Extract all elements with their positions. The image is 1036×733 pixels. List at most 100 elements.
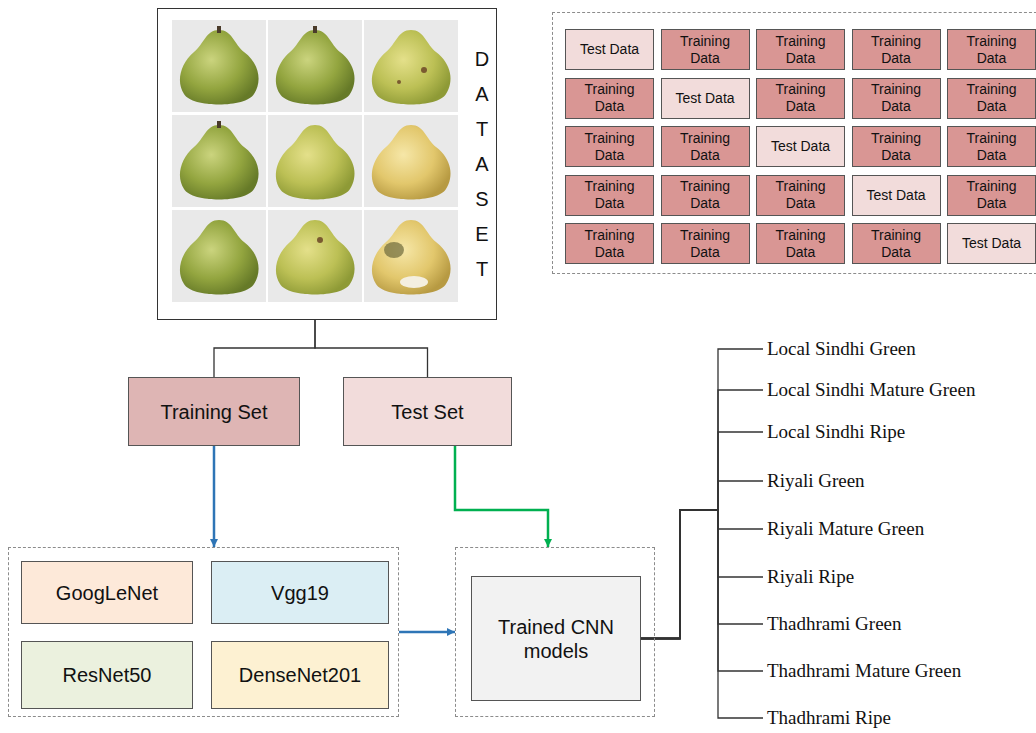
- node-label: DenseNet201: [239, 663, 361, 687]
- node-label: Test Data: [675, 90, 734, 107]
- fold-cell-train: Training Data: [947, 78, 1036, 119]
- node-label: Training Data: [759, 227, 842, 261]
- set-box: Test Set: [343, 377, 512, 446]
- node-label: Test Data: [771, 138, 830, 155]
- fold-cell-train: Training Data: [661, 223, 750, 264]
- node-label: Training Data: [759, 33, 842, 67]
- model-box: GoogLeNet: [21, 561, 193, 624]
- fold-cell-test: Test Data: [565, 29, 654, 70]
- node-label: Training Data: [664, 33, 747, 67]
- photo: [268, 210, 362, 302]
- fold-cell-train: Training Data: [661, 175, 750, 216]
- connector: [641, 481, 763, 639]
- dashed-group: Test DataTraining DataTraining DataTrain…: [552, 12, 1036, 274]
- class-label: Riyali Green: [767, 469, 865, 493]
- node-label: Training Data: [568, 178, 651, 212]
- node-label: Training Data: [568, 227, 651, 261]
- fold-cell-test: Test Data: [756, 126, 845, 167]
- fold-cell-train: Training Data: [852, 223, 941, 264]
- node-label: Training Data: [855, 227, 938, 261]
- node-label: Training Set: [160, 400, 267, 424]
- guava: [180, 30, 259, 105]
- node-label: Training Data: [568, 81, 651, 115]
- photo: [172, 20, 266, 112]
- connector: [399, 631, 455, 634]
- node-label: Vgg19: [271, 581, 329, 605]
- connector: [641, 432, 763, 639]
- fold-cell-train: Training Data: [756, 29, 845, 70]
- fold-cell-train: Training Data: [756, 175, 845, 216]
- node-label: GoogLeNet: [56, 581, 158, 605]
- node-label: Test Data: [962, 235, 1021, 252]
- fold-cell-test: Test Data: [947, 223, 1036, 264]
- node-label: Thadhrami Mature Green: [767, 660, 961, 683]
- connector: [641, 349, 763, 639]
- connector: [214, 320, 315, 377]
- fold-cell-train: Training Data: [756, 223, 845, 264]
- photo: [364, 20, 458, 112]
- connector: [641, 510, 763, 718]
- photo-ground: [268, 210, 362, 302]
- node-label: Training Data: [950, 33, 1033, 67]
- node-label: Training Data: [664, 178, 747, 212]
- node-label: Riyali Ripe: [767, 566, 854, 589]
- fold-cell-train: Training Data: [661, 29, 750, 70]
- guava: [276, 220, 355, 295]
- photo: [364, 210, 458, 302]
- connector: [641, 510, 763, 671]
- model-box: DenseNet201: [211, 641, 389, 709]
- fold-cell-train: Training Data: [756, 78, 845, 119]
- fold-cell-train: Training Data: [565, 126, 654, 167]
- stem: [217, 26, 221, 33]
- fold-cell-test: Test Data: [661, 78, 750, 119]
- node-label: Training Data: [855, 81, 938, 115]
- class-label: Local Sindhi Ripe: [767, 420, 905, 444]
- guava: [372, 220, 451, 295]
- photo-ground: [172, 210, 266, 302]
- photo-ground: [172, 20, 266, 112]
- class-label: Thadhrami Ripe: [767, 706, 891, 730]
- node-label: Training Data: [855, 130, 938, 164]
- photo-ground: [268, 20, 362, 112]
- node-label: Training Data: [950, 81, 1033, 115]
- spot: [421, 67, 427, 73]
- node-label: Test Data: [866, 187, 925, 204]
- dashed-group: GoogLeNet Vgg19ResNet50 DenseNet201: [8, 547, 399, 717]
- connector: [641, 390, 763, 639]
- photo: [268, 20, 362, 112]
- connector: [455, 446, 548, 547]
- node-label: ResNet50: [63, 663, 152, 687]
- node-label: Training Data: [568, 130, 651, 164]
- photo-ground: [364, 20, 458, 112]
- stem: [313, 26, 317, 33]
- node-label: Local Sindhi Green: [767, 338, 916, 361]
- class-label: Local Sindhi Mature Green: [767, 378, 975, 402]
- class-label: Riyali Mature Green: [767, 517, 924, 541]
- guava: [180, 220, 259, 295]
- connector: [213, 446, 216, 547]
- stem: [217, 121, 221, 128]
- node-label: Riyali Mature Green: [767, 518, 924, 541]
- photo: [364, 115, 458, 207]
- class-label: Local Sindhi Green: [767, 337, 916, 361]
- model-box: Vgg19: [211, 561, 389, 624]
- trained-model-box: Trained CNN models: [471, 576, 641, 701]
- photo: [268, 115, 362, 207]
- node-label: Training Data: [759, 178, 842, 212]
- node-label: Thadhrami Green: [767, 613, 902, 636]
- node-label: Training Data: [855, 33, 938, 67]
- node-label: Test Set: [391, 400, 463, 424]
- guava: [276, 125, 355, 200]
- node-label: Test Data: [580, 41, 639, 58]
- photo: [172, 115, 266, 207]
- bruise: [400, 276, 428, 288]
- node-label: Training Data: [950, 178, 1033, 212]
- guava: [180, 125, 259, 200]
- node-label: Riyali Green: [767, 470, 865, 493]
- guava: [372, 30, 451, 105]
- fold-cell-train: Training Data: [852, 126, 941, 167]
- fold-cell-train: Training Data: [565, 175, 654, 216]
- class-label: Thadhrami Green: [767, 612, 902, 636]
- node-label: Training Data: [664, 130, 747, 164]
- guava: [276, 30, 355, 105]
